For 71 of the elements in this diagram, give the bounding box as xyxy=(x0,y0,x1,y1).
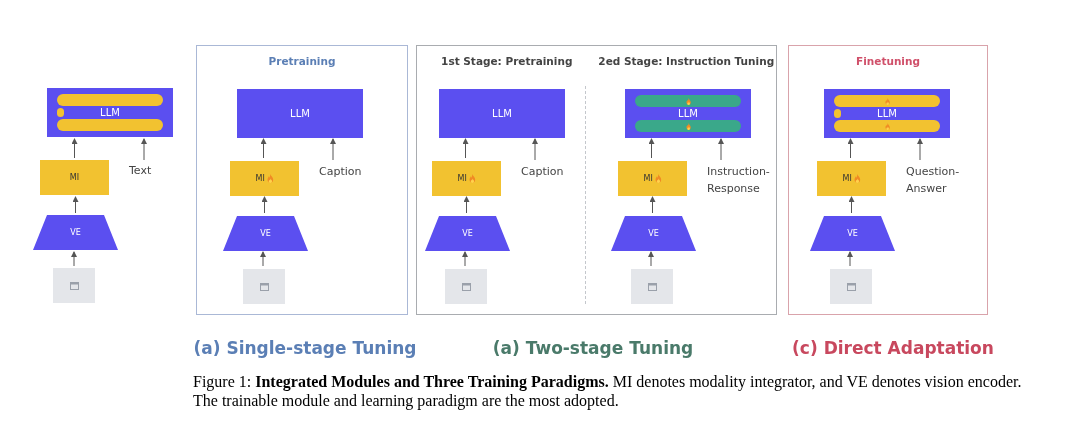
arrow xyxy=(648,138,655,159)
integrator-block xyxy=(817,161,886,196)
arrow xyxy=(648,251,654,267)
arrow xyxy=(847,138,854,159)
block-label: LLM xyxy=(678,107,698,121)
image-input-box xyxy=(445,269,487,304)
block-label: VE xyxy=(462,227,473,240)
llm-block xyxy=(439,89,565,138)
integrator-block xyxy=(618,161,687,196)
block-label: MI xyxy=(457,172,467,185)
arrow xyxy=(141,138,147,161)
encoder-trapezoid xyxy=(33,215,118,250)
panel-title: 1st Stage: Pretraining xyxy=(441,54,573,69)
block-label: MI xyxy=(842,172,852,185)
image-input-box xyxy=(631,269,673,304)
panel-title: 2ed Stage: Instruction Tuning xyxy=(598,54,775,69)
block-label: LLM xyxy=(877,107,897,121)
arrow xyxy=(462,251,468,267)
encoder-trapezoid xyxy=(611,216,696,251)
integrator-block xyxy=(40,160,109,195)
arrow xyxy=(260,138,267,159)
arrow xyxy=(261,196,268,214)
encoder-trapezoid xyxy=(223,216,308,251)
block-label: LLM xyxy=(100,106,120,120)
arrow xyxy=(532,138,538,161)
block-label: VE xyxy=(648,227,659,240)
stage-panel xyxy=(416,45,777,315)
arrow xyxy=(72,196,79,214)
block-label: VE xyxy=(260,227,271,240)
figure-caption: Figure 1: Integrated Modules and Three Training Paradigms. MI denotes modality integrator, and VE denotes vision encoder. The trainable module and learning paradigm are the most adopted. xyxy=(193,372,1023,410)
arrow xyxy=(718,138,724,161)
block-label: MI xyxy=(69,171,80,184)
paradigm-label: (a) Two-stage Tuning xyxy=(492,337,694,360)
panel-title: Pretraining xyxy=(268,54,336,69)
block-label: MI xyxy=(255,172,265,185)
arrow xyxy=(917,138,923,161)
arrow xyxy=(71,251,77,267)
input-text-label: Caption xyxy=(319,164,363,180)
block-label: VE xyxy=(70,226,81,239)
image-input-box xyxy=(53,268,95,303)
arrow xyxy=(260,251,266,267)
encoder-trapezoid xyxy=(810,216,895,251)
input-text-label: Caption xyxy=(521,164,565,180)
block-label: VE xyxy=(847,227,858,240)
integrator-block xyxy=(432,161,501,196)
paradigm-label: (c) Direct Adaptation xyxy=(792,337,994,360)
input-text-label: Text xyxy=(129,163,153,179)
llm-block xyxy=(824,89,950,138)
input-text-label: Instruction-Response xyxy=(707,164,771,197)
panel-title: Finetuning xyxy=(856,54,920,69)
image-input-box xyxy=(830,269,872,304)
stage-panel xyxy=(196,45,408,315)
arrow xyxy=(462,138,469,159)
arrow xyxy=(71,138,78,159)
arrow xyxy=(649,196,656,214)
block-label: LLM xyxy=(290,107,310,121)
arrow xyxy=(330,138,336,161)
image-input-box xyxy=(243,269,285,304)
encoder-trapezoid xyxy=(425,216,510,251)
block-label: MI xyxy=(643,172,653,185)
llm-block xyxy=(625,89,751,138)
llm-block xyxy=(237,89,363,138)
arrow xyxy=(847,251,853,267)
arrow xyxy=(463,196,470,214)
input-text-label: Question-Answer xyxy=(906,164,961,197)
stage-panel xyxy=(788,45,988,315)
arrow xyxy=(848,196,855,214)
block-label: LLM xyxy=(492,107,512,121)
integrator-block xyxy=(230,161,299,196)
llm-block xyxy=(47,88,173,137)
paradigm-label: (a) Single-stage Tuning xyxy=(193,337,417,360)
